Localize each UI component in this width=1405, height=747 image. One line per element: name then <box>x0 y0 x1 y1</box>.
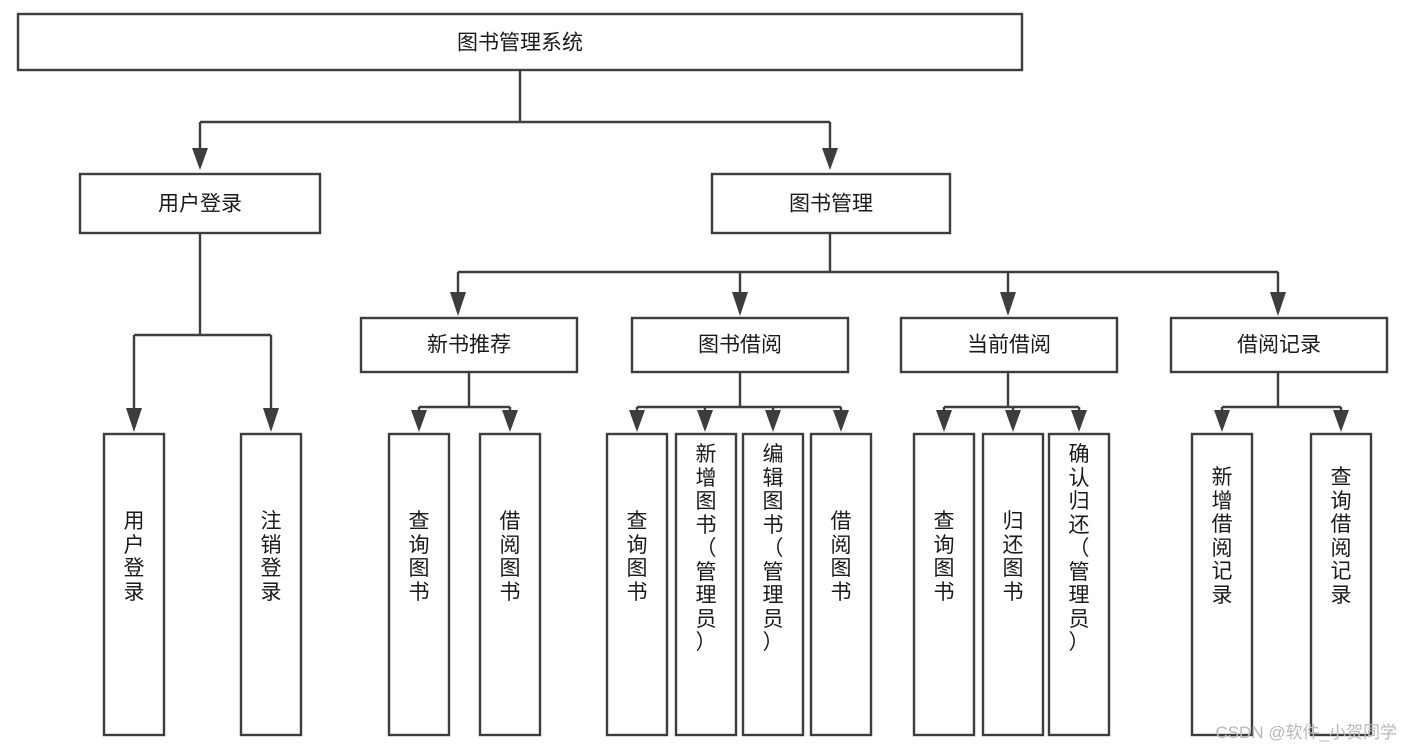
node-book-borrow[interactable]: 图书借阅 <box>630 316 850 374</box>
node-user-login[interactable]: 用户登录 <box>78 172 322 235</box>
node-leaf-query-record[interactable] <box>1309 432 1373 737</box>
node-leaf-borrow-book-1[interactable] <box>478 432 542 737</box>
node-user-login-label: 用户登录 <box>158 193 242 216</box>
node-leaf-add-book[interactable] <box>674 432 738 737</box>
connector-book-borrow-to-leaves <box>629 372 849 432</box>
node-book-borrow-label: 图书借阅 <box>698 334 782 357</box>
node-root[interactable]: 图书管理系统 <box>16 12 1024 72</box>
connector-book-manage-to-level3 <box>450 233 1286 316</box>
node-leaf-user-logout[interactable] <box>239 432 303 737</box>
node-book-manage[interactable]: 图书管理 <box>710 172 952 235</box>
node-leaf-query-book-1[interactable] <box>387 432 451 737</box>
node-leaf-confirm-return[interactable] <box>1047 432 1111 737</box>
node-borrow-record-label: 借阅记录 <box>1237 334 1321 357</box>
node-current-borrow[interactable]: 当前借阅 <box>899 316 1119 374</box>
node-leaf-query-book-2[interactable] <box>605 432 669 737</box>
node-borrow-record[interactable]: 借阅记录 <box>1169 316 1389 374</box>
node-leaf-user-login[interactable] <box>102 432 166 737</box>
node-new-book-recommend-label: 新书推荐 <box>427 334 511 357</box>
node-leaf-query-book-3[interactable] <box>912 432 976 737</box>
node-leaf-return-book[interactable] <box>981 432 1045 737</box>
connector-root-to-level2 <box>192 70 838 170</box>
connector-current-borrow-to-leaves <box>936 372 1087 432</box>
node-leaf-edit-book[interactable] <box>741 432 805 737</box>
connector-user-login-to-leaves <box>126 233 279 432</box>
connector-borrow-record-to-leaves <box>1214 372 1349 432</box>
node-current-borrow-label: 当前借阅 <box>967 334 1051 357</box>
node-leaf-borrow-book-2[interactable] <box>809 432 873 737</box>
node-leaf-add-record[interactable] <box>1190 432 1254 737</box>
node-new-book-recommend[interactable]: 新书推荐 <box>359 316 579 374</box>
node-root-label: 图书管理系统 <box>457 32 583 55</box>
node-book-manage-label: 图书管理 <box>789 193 873 216</box>
connector-new-book-recommend-to-leaves <box>411 372 518 432</box>
watermark-text: CSDN @软件_小贺同学 <box>1215 723 1397 742</box>
